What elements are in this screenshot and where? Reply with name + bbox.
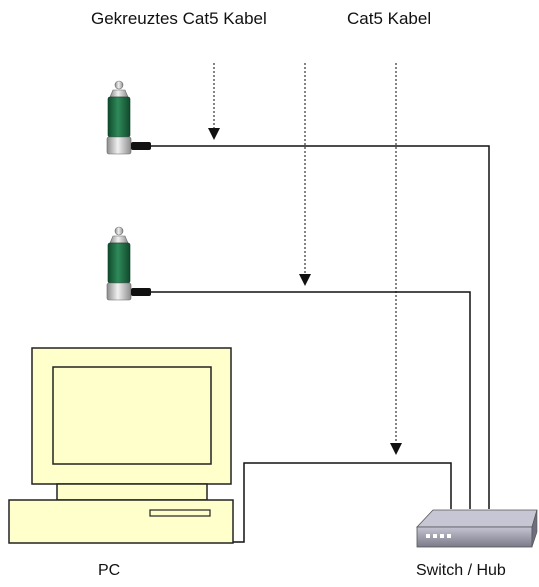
straight-cable-pointer — [390, 63, 402, 455]
desktop-computer-icon — [9, 348, 233, 543]
switch-label: Switch / Hub — [416, 563, 506, 579]
pc-label: PC — [98, 563, 120, 579]
network-camera-icon — [107, 227, 151, 300]
crossed-cable-pointer — [208, 63, 220, 140]
crossed-cable-pointer-2 — [299, 63, 311, 286]
network-camera-icon — [107, 81, 151, 154]
network-switch-icon — [417, 510, 537, 547]
